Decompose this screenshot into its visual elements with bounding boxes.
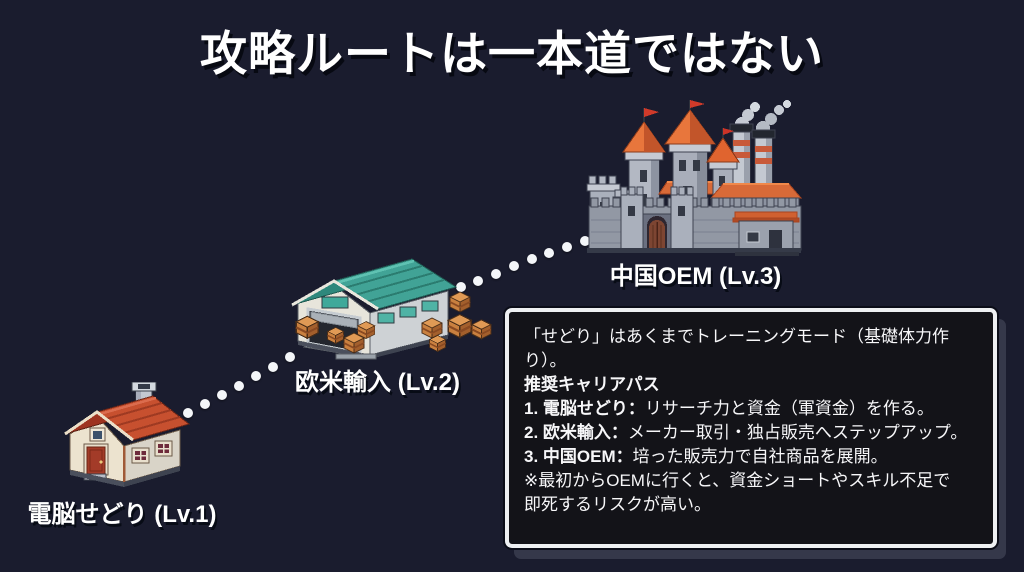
path-dot (234, 381, 244, 391)
node-sedori-label: 電脳せどり (Lv.1) (27, 501, 217, 528)
dialog-heading: 推奨キャリアパス (524, 375, 660, 394)
path-dot (509, 261, 519, 271)
path-dot (456, 282, 466, 292)
path-dot (217, 390, 227, 400)
pixel-warehouse-icon (291, 258, 492, 360)
path-dot (251, 371, 261, 381)
path-dot (527, 254, 537, 264)
page-title: 攻略ルートは一本道ではない (200, 27, 824, 80)
path-dot (268, 362, 278, 372)
pixel-castle-factory-icon (586, 100, 803, 256)
dialog-step-3: 3. 中国OEM：培った販売力で自社商品を展開。 (524, 447, 888, 466)
node-import (278, 243, 493, 370)
path-dot (491, 269, 501, 279)
dialog-step-1: 1. 電脳せどり：リサーチ力と資金（軍資金）を作る。 (524, 399, 934, 418)
path-dot (562, 242, 572, 252)
node-import-label: 欧米輸入 (Lv.2) (295, 369, 460, 396)
node-china-oem (585, 98, 805, 258)
dialog-step-2: 2. 欧米輸入：メーカー取引・独占販売へステップアップ。 (524, 423, 968, 442)
node-china-oem-label: 中国OEM (Lv.3) (609, 263, 782, 290)
path-dot (544, 248, 554, 258)
path-dot (183, 408, 193, 418)
node-sedori (52, 382, 192, 500)
path-dot (473, 276, 483, 286)
path-dot (285, 352, 295, 362)
dialog-warning: ※最初からOEMに行くと、資金ショートやスキル不足で 即死するリスクが高い。 (524, 471, 951, 514)
info-dialog: 「せどり」はあくまでトレーニングモード（基礎体力作り）。 推奨キャリアパス 1.… (505, 308, 997, 548)
dialog-intro: 「せどり」はあくまでトレーニングモード（基礎体力作り）。 (524, 327, 949, 370)
pixel-house-icon (64, 382, 191, 487)
path-dot (580, 236, 590, 246)
path-dot (200, 399, 210, 409)
